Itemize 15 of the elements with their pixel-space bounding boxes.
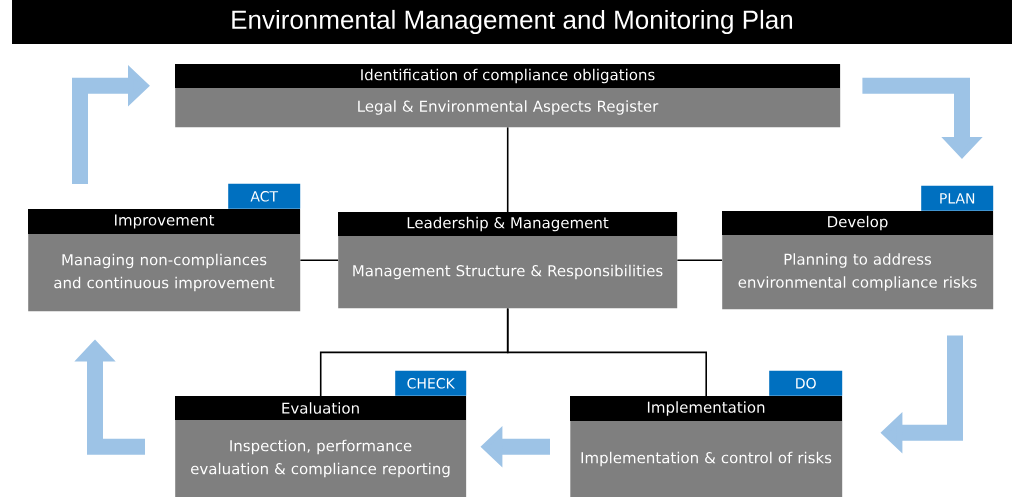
phase-badge: CHECK — [395, 370, 467, 396]
connector-line — [676, 259, 723, 261]
phase-badge: ACT — [228, 183, 301, 209]
process-box: Develop Planning to address environmental compliance risks — [722, 211, 994, 310]
phase-badge: PLAN — [921, 185, 994, 211]
phase-badge: DO — [769, 370, 843, 396]
connector-line — [506, 126, 509, 213]
process-box: Leadership & Management Management Structure & Responsibilities — [338, 212, 678, 309]
process-box: Identification of compliance obligations Legal & Environmental Aspects Register — [175, 64, 841, 128]
process-box: Improvement Managing non-compliances and continuous improvement — [28, 209, 301, 312]
connector-line — [506, 307, 707, 397]
title-bar: Environmental Management and Monitoring Plan — [12, 0, 1012, 44]
process-box: Implementation Implementation & control of risks — [570, 396, 843, 497]
connector-line — [299, 259, 339, 261]
process-box: Evaluation Inspection, performance evaluation & compliance reporting — [175, 396, 467, 497]
